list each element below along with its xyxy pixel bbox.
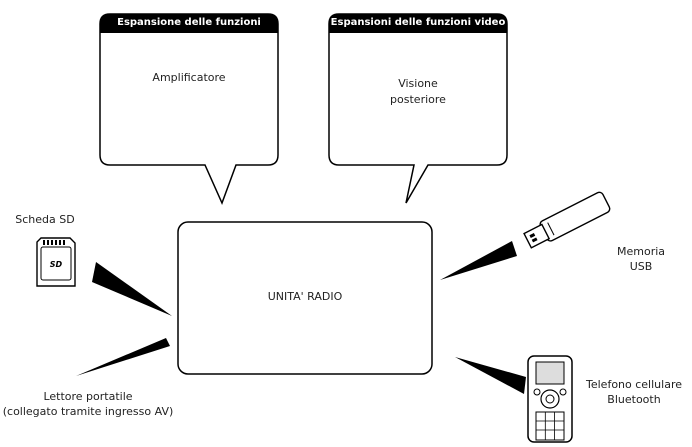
mobile-phone-icon xyxy=(527,355,573,443)
phone-connector xyxy=(455,357,526,394)
portable-player-label-line2: (collegato tramite ingresso AV) xyxy=(2,405,174,418)
phone-label-line2: Bluetooth xyxy=(607,393,661,406)
video-bubble-body-line2: posteriore xyxy=(390,93,446,106)
audio-bubble-body: Amplificatore xyxy=(152,71,226,84)
usb-label-line1: Memoria xyxy=(616,245,666,258)
video-bubble-body-line1: Visione xyxy=(398,77,438,90)
audio-bubble-header: Espansione delle funzioni audio xyxy=(117,17,261,48)
sd-card-icon: SD xyxy=(36,237,76,287)
video-bubble-header: Espansioni delle funzioni video xyxy=(330,17,506,28)
video-bubble xyxy=(328,13,508,204)
phone-label-line1: Telefono cellulare xyxy=(586,378,682,391)
usb-label-line2: USB xyxy=(629,260,653,273)
sd-connector xyxy=(92,262,172,316)
portable-player-label-line1: Lettore portatile xyxy=(43,390,133,403)
audio-bubble xyxy=(99,13,279,205)
portable-connector xyxy=(76,338,170,376)
radio-unit-box xyxy=(177,221,433,375)
usb-connector xyxy=(440,241,517,280)
radio-unit-label: UNITA' RADIO xyxy=(267,290,343,303)
svg-text:SD: SD xyxy=(50,260,63,269)
usb-stick-icon xyxy=(523,191,611,249)
sd-card-label: Scheda SD xyxy=(15,213,75,226)
